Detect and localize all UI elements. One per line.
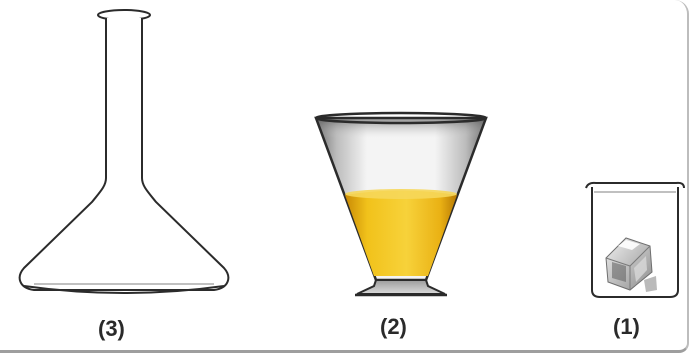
beaker <box>585 181 685 298</box>
flask <box>18 9 230 294</box>
conical-glass <box>314 111 488 297</box>
flask-body <box>18 18 230 291</box>
conical-glass-rim <box>314 111 488 125</box>
conical-glass-foot <box>356 279 446 295</box>
flask-base <box>23 285 225 294</box>
conical-glass-liquid <box>345 190 457 276</box>
conical-glass-label: (2) <box>380 314 407 339</box>
ice-cube-icon <box>605 237 657 292</box>
beaker-label: (1) <box>613 314 640 339</box>
beaker-lip <box>585 181 685 189</box>
flask-label: (3) <box>98 316 125 341</box>
liquid-surface <box>345 189 457 199</box>
